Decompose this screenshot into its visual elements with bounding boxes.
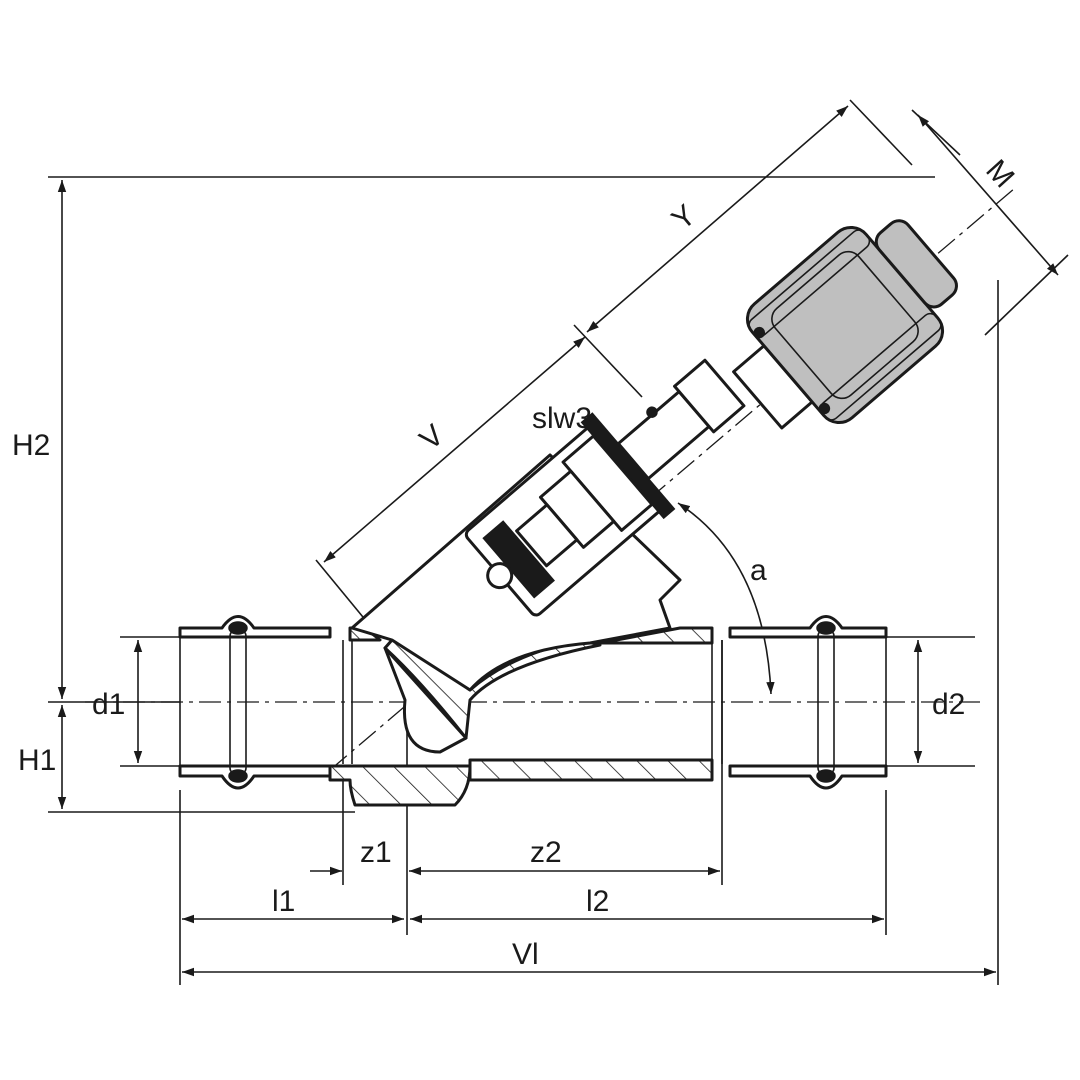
label-l2: l2 xyxy=(586,885,609,918)
label-l1: l1 xyxy=(272,885,295,918)
label-d2: d2 xyxy=(932,688,965,721)
label-vl: Vl xyxy=(512,938,539,971)
label-z2: z2 xyxy=(530,836,562,869)
label-m: M xyxy=(979,154,1020,195)
center-lines xyxy=(85,187,1016,771)
label-slw3: slw3 xyxy=(532,402,592,435)
label-z1: z1 xyxy=(360,836,392,869)
label-y: Y xyxy=(666,199,703,237)
handwheel xyxy=(732,219,958,430)
label-v: V xyxy=(414,419,451,457)
label-a: a xyxy=(750,554,767,587)
left-socket xyxy=(178,615,332,639)
label-h2: H2 xyxy=(12,429,50,462)
label-h1: H1 xyxy=(18,744,56,777)
bonnet xyxy=(464,358,746,617)
body-bottom-wall xyxy=(328,764,472,807)
right-socket xyxy=(728,615,888,639)
label-d1: d1 xyxy=(92,688,125,721)
